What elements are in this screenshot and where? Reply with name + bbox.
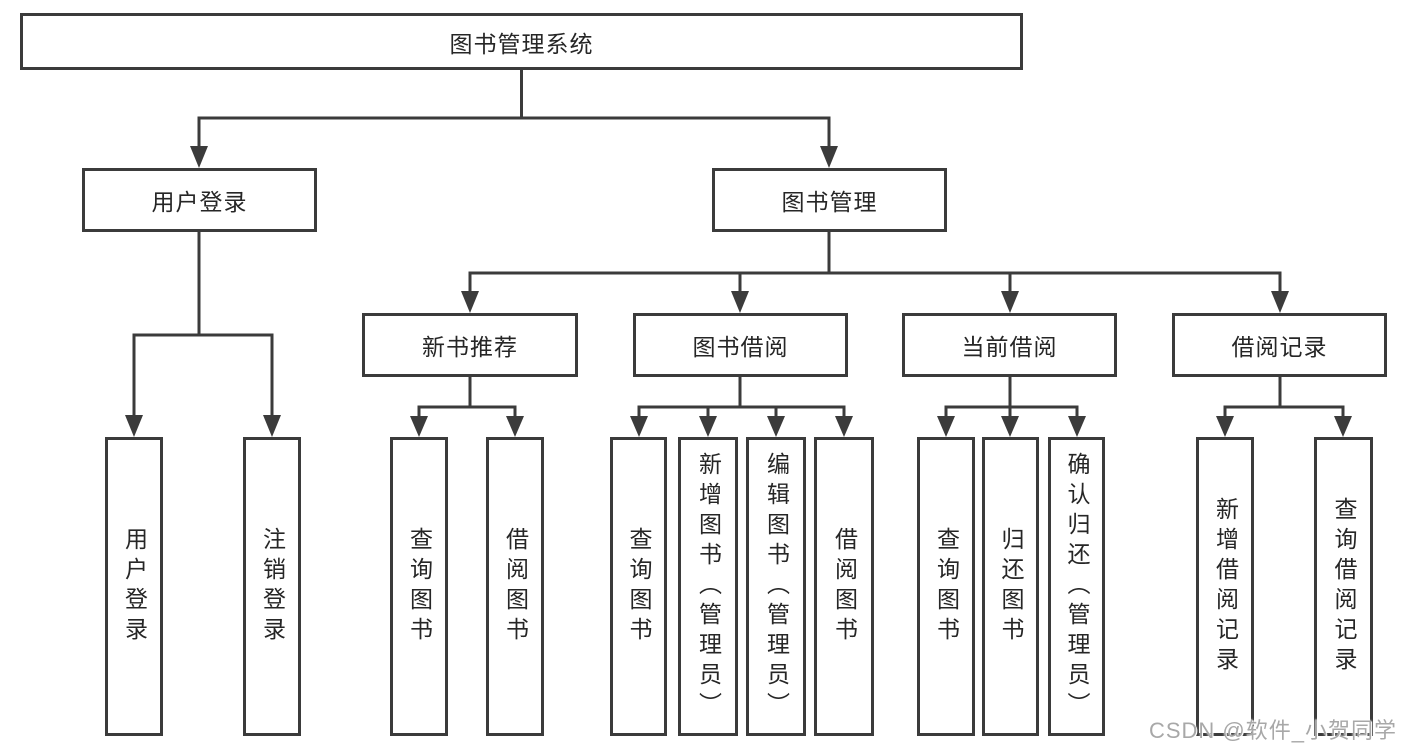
node-current-borrow: 当前借阅 <box>902 313 1117 377</box>
connector-arrowheads <box>125 146 1352 437</box>
node-label: 查询图书 <box>626 526 652 647</box>
leaf-query-borrow-record: 查询借阅记录 <box>1314 437 1373 736</box>
node-library-management-system: 图书管理系统 <box>20 13 1023 70</box>
leaf-borrow-books: 借阅图书 <box>814 437 874 736</box>
node-label: 查询图书 <box>406 526 433 647</box>
node-label: 图书管理 <box>781 189 878 215</box>
node-label: 确认归还（管理员） <box>1064 451 1090 722</box>
leaf-query-books-current: 查询图书 <box>917 437 975 736</box>
leaf-confirm-return-admin: 确认归还（管理员） <box>1048 437 1105 736</box>
node-label: 用户登录 <box>151 189 248 215</box>
node-label: 图书管理系统 <box>449 30 594 57</box>
watermark: CSDN @软件_小贺同学 <box>1148 718 1397 743</box>
node-label: 查询图书 <box>933 526 960 647</box>
leaf-add-borrow-record: 新增借阅记录 <box>1196 437 1254 736</box>
node-label: 归还图书 <box>998 526 1024 647</box>
node-new-book-recommend: 新书推荐 <box>362 313 578 377</box>
node-label: 借阅图书 <box>502 526 529 647</box>
leaf-return-books: 归还图书 <box>982 437 1039 736</box>
leaf-borrow-books-recommend: 借阅图书 <box>486 437 544 736</box>
leaf-query-books-borrow: 查询图书 <box>610 437 667 736</box>
node-user-login: 用户登录 <box>82 168 317 232</box>
node-label: 编辑图书（管理员） <box>763 451 790 722</box>
node-label: 新增借阅记录 <box>1212 496 1239 677</box>
node-book-management: 图书管理 <box>712 168 947 232</box>
connector-shafts <box>132 70 1345 417</box>
node-label: 用户登录 <box>121 526 148 647</box>
node-label: 借阅记录 <box>1231 334 1328 360</box>
leaf-logout-login: 注销登录 <box>243 437 301 736</box>
node-label: 新书推荐 <box>422 334 518 360</box>
leaf-edit-books-admin: 编辑图书（管理员） <box>746 437 806 736</box>
leaf-add-books-admin: 新增图书（管理员） <box>678 437 738 736</box>
node-borrow-records: 借阅记录 <box>1172 313 1387 377</box>
leaf-query-books-recommend: 查询图书 <box>390 437 448 736</box>
node-label: 查询借阅记录 <box>1331 496 1357 677</box>
leaf-user-login: 用户登录 <box>105 437 163 736</box>
node-label: 当前借阅 <box>961 334 1058 360</box>
node-label: 注销登录 <box>259 526 286 647</box>
node-label: 新增图书（管理员） <box>695 451 722 722</box>
node-book-borrow: 图书借阅 <box>633 313 848 377</box>
node-label: 图书借阅 <box>692 334 789 360</box>
node-label: 借阅图书 <box>831 526 858 647</box>
